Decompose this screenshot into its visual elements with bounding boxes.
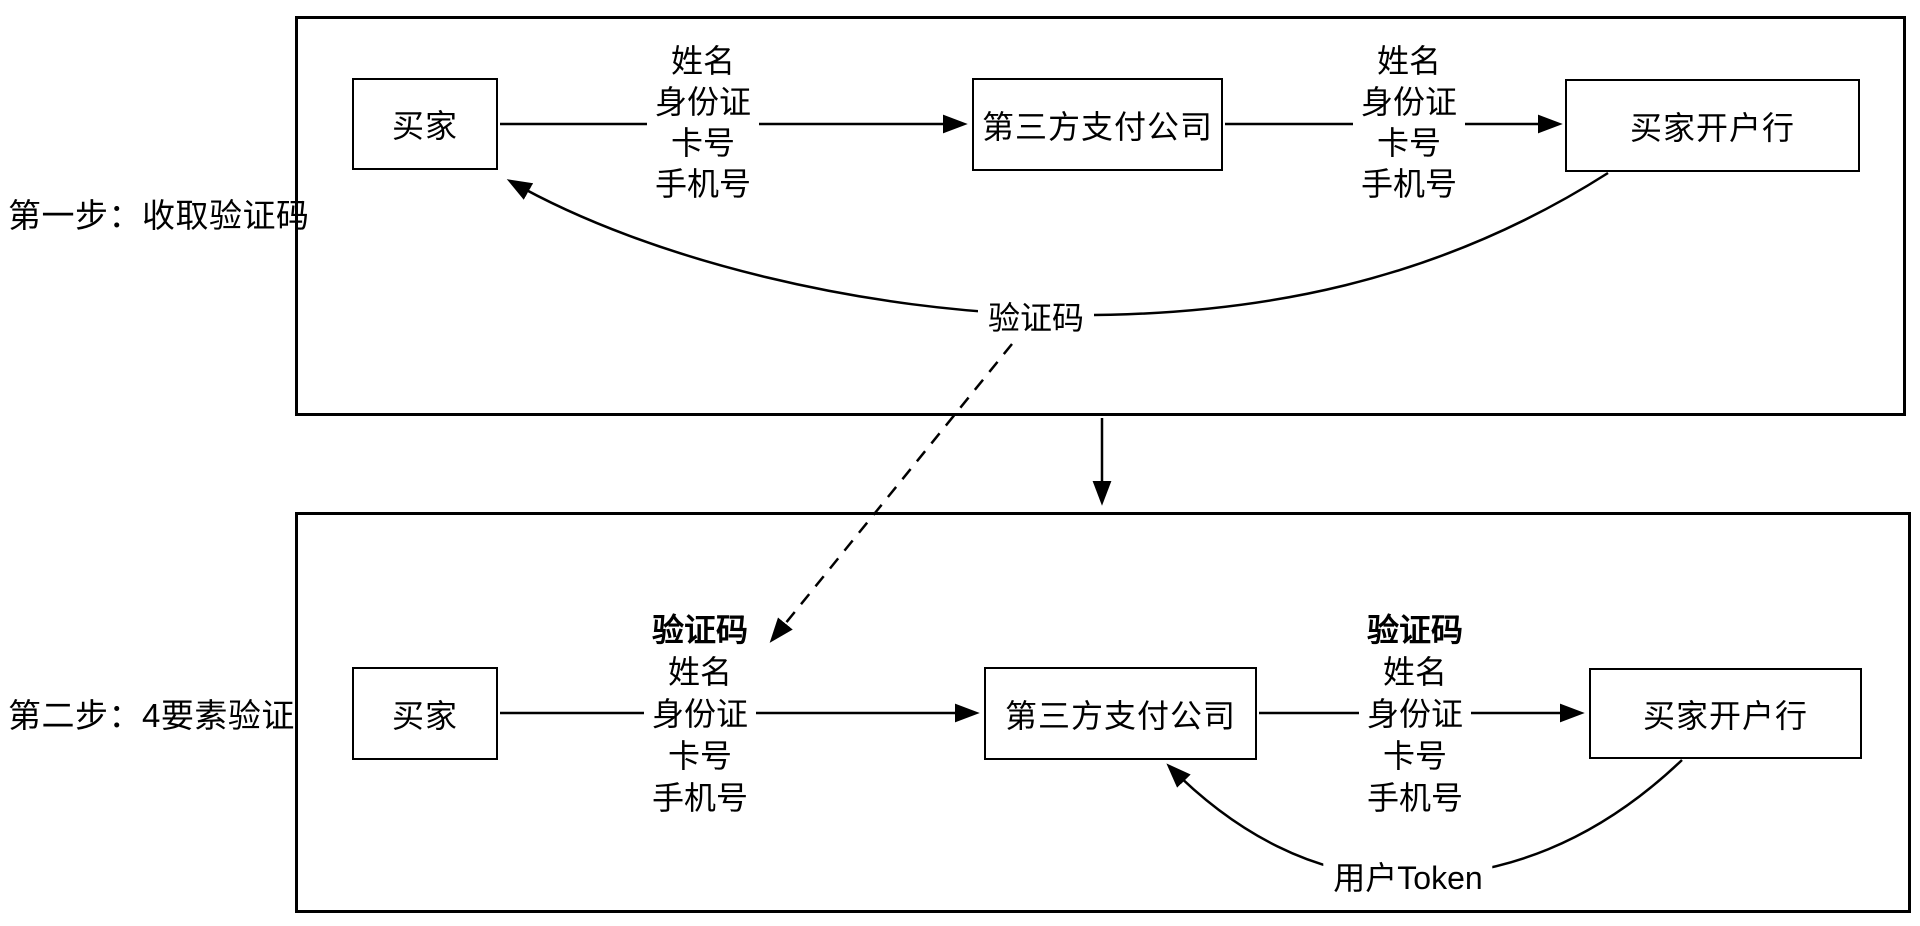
step2-buyer-node: 买家 — [352, 667, 498, 760]
step2-bank-node: 买家开户行 — [1589, 668, 1862, 759]
field-line: 身份证 — [651, 696, 749, 732]
field-line: 卡号 — [667, 738, 733, 774]
step2-psp-node: 第三方支付公司 — [984, 667, 1257, 760]
field-line: 身份证 — [654, 84, 752, 120]
field-line: 身份证 — [1366, 696, 1464, 732]
arrow-dashed-code-to-step2-icon — [769, 343, 1013, 643]
field-line-code: 验证码 — [651, 612, 749, 648]
field-line: 卡号 — [670, 125, 736, 161]
step1-panel — [295, 16, 1906, 416]
step1-title: 第一步：收取验证码 — [8, 197, 310, 234]
field-line: 卡号 — [1376, 125, 1442, 161]
step2-return-label: 用户Token — [1323, 851, 1493, 901]
field-line: 姓名 — [670, 43, 736, 79]
field-line: 卡号 — [1382, 738, 1448, 774]
field-line: 姓名 — [1376, 43, 1442, 79]
step2-request-fields-left: 验证码 姓名 身份证 卡号 手机号 — [643, 609, 757, 819]
field-line: 身份证 — [1360, 84, 1458, 120]
field-line: 姓名 — [667, 654, 733, 690]
field-line: 手机号 — [1366, 780, 1464, 816]
field-line: 手机号 — [651, 780, 749, 816]
step1-buyer-node: 买家 — [352, 78, 498, 170]
step2-title: 第二步：4要素验证 — [8, 697, 295, 734]
step1-request-fields-right: 姓名 身份证 卡号 手机号 — [1352, 41, 1466, 205]
field-line: 手机号 — [1360, 166, 1458, 202]
step1-bank-node: 买家开户行 — [1565, 79, 1860, 172]
field-line-code: 验证码 — [1366, 612, 1464, 648]
step1-return-label: 验证码 — [977, 291, 1095, 341]
field-line: 手机号 — [654, 166, 752, 202]
step1-request-fields-left: 姓名 身份证 卡号 手机号 — [646, 41, 760, 205]
step2-panel — [295, 512, 1911, 913]
field-line: 姓名 — [1382, 654, 1448, 690]
step2-request-fields-right: 验证码 姓名 身份证 卡号 手机号 — [1358, 609, 1472, 819]
step1-psp-node: 第三方支付公司 — [972, 78, 1223, 171]
